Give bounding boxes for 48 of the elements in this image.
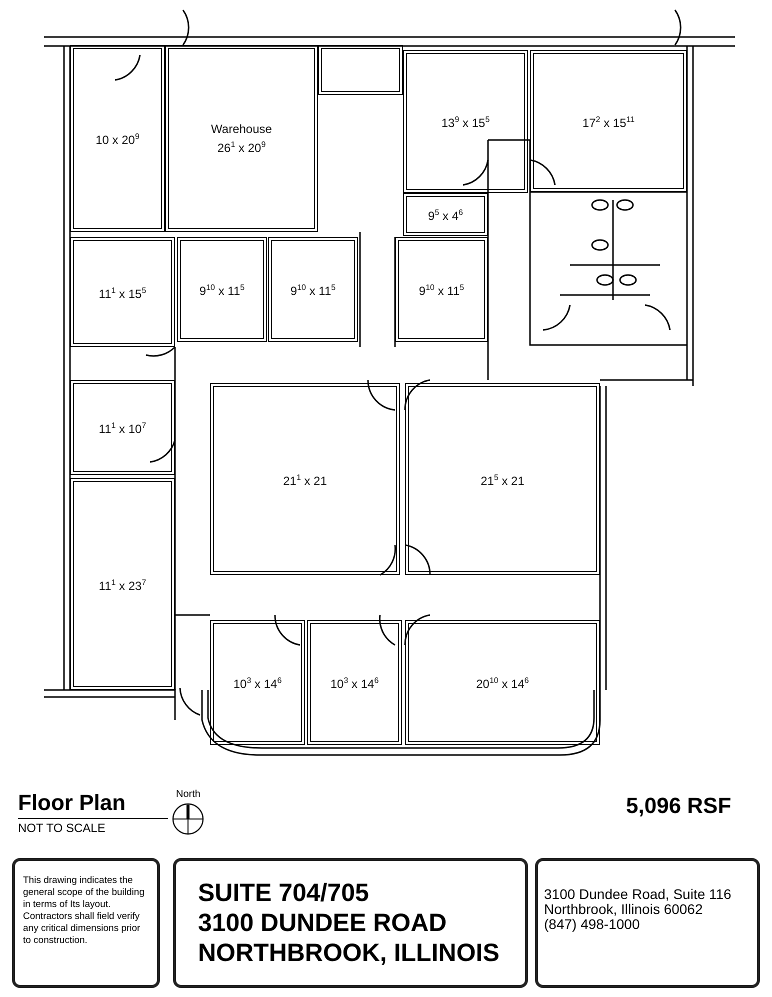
room-dimensions: 10 x 20$^{9}$ [96,131,140,148]
room [210,620,305,745]
address-line: 3100 Dundee Road, Suite 116 [544,887,732,902]
address-line: SUITE 704/705 [198,878,370,908]
room [70,237,175,347]
room-dimensions: 13$^{9}$ x 15$^{5}$ [441,114,490,131]
room-dimensions: 9$^{10}$ x 11$^{5}$ [290,282,336,299]
room [403,193,488,236]
title-block-box [535,858,760,988]
room [165,45,318,232]
room [177,237,267,342]
room-dimensions: 9$^{10}$ x 11$^{5}$ [418,282,464,299]
north-label: North [176,789,200,800]
room [395,237,488,342]
room [70,478,175,690]
room [530,50,687,192]
address-line: (847) 498-1000 [544,917,641,932]
room-dimensions: 20$^{10}$ x 14$^{6}$ [476,675,529,692]
room-dimensions: 11$^{1}$ x 23$^{7}$ [98,576,146,594]
room [405,620,600,745]
room-dimensions: 17$^{2}$ x 15$^{11}$ [582,114,635,130]
disclaimer-note: This drawing indicates the general scope of the building in terms of Its layout. Contractors shall field verify any critical dimensions prior to construction. [23,875,146,947]
title-block-box [173,858,528,988]
room [268,237,358,342]
room-dimensions: 21$^{1}$ x 21 [283,472,327,488]
room-dimensions: 21$^{5}$ x 21 [480,472,524,488]
room [210,383,400,575]
room [403,50,528,193]
room-dimensions: 26$^{1}$ x 20$^{9}$ [217,139,266,156]
room [307,620,402,745]
room-name: Warehouse [211,121,272,137]
area-label: 5,096 RSF [626,793,732,819]
room-dimensions: 10$^{3}$ x 14$^{6}$ [233,675,282,692]
title-block-box [12,858,160,988]
room [405,383,600,575]
address-line: Northbrook, Illinois 60062 [544,902,704,917]
address-line: NORTHBROOK, ILLINOIS [198,938,500,968]
room [70,45,165,232]
closet-room [318,45,403,95]
room-dimensions: 11$^{1}$ x 10$^{7}$ [98,420,146,437]
address-line: 3100 DUNDEE ROAD [198,908,448,938]
room-dimensions: 10$^{3}$ x 14$^{6}$ [330,675,379,692]
room-dimensions: 11$^{1}$ x 15$^{5}$ [98,284,146,302]
room-dimensions: 9$^{10}$ x 11$^{5}$ [199,282,245,299]
plan-title: Floor Plan [18,790,126,816]
scale-note: NOT TO SCALE [18,821,106,835]
room-dimensions: 9$^{5}$ x 4$^{6}$ [428,207,463,224]
room [70,380,175,475]
